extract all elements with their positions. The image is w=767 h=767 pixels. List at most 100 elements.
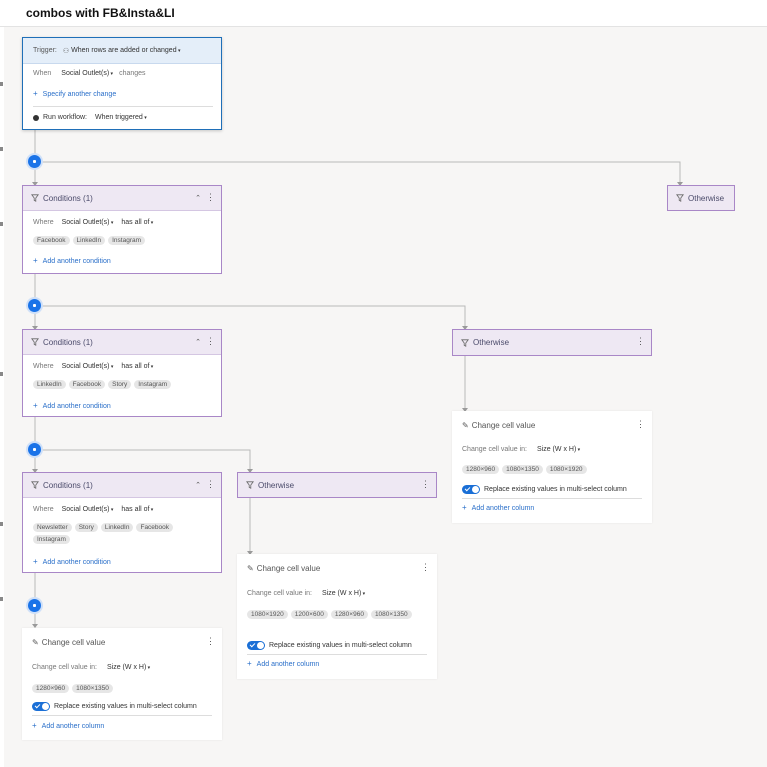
change-cell-value-card: ✎ Change cell value ⋮ Change cell value … xyxy=(22,628,222,740)
action-title: Change cell value xyxy=(41,638,106,647)
condition-header[interactable]: Conditions (1) ⌃ ⋮ xyxy=(23,186,221,211)
value-pill: 1280×960 xyxy=(462,465,500,474)
value-pill: 1080×1920 xyxy=(545,465,587,474)
more-options-icon[interactable]: ⋮ xyxy=(206,636,215,646)
run-workflow-dropdown[interactable]: When triggered xyxy=(95,114,147,121)
value-pill: 1200×600 xyxy=(290,610,328,619)
when-label: When xyxy=(33,70,52,77)
trigger-field-dropdown[interactable]: Social Outlet(s) xyxy=(61,70,113,77)
column-row: Change cell value in: Size (W x H) xyxy=(462,446,590,453)
replace-row: Replace existing values in multi-select … xyxy=(247,641,412,650)
value-pill: Instagram xyxy=(33,535,70,544)
clock-icon xyxy=(33,114,39,121)
add-step-dot[interactable] xyxy=(28,443,41,456)
value-pill: 1080×1350 xyxy=(502,465,543,474)
size-values: 1080×1920 1200×600 1280×960 1080×1350 xyxy=(247,610,412,619)
value-pill: LinkedIn xyxy=(100,523,134,532)
otherwise-header: Otherwise ⋮ xyxy=(238,473,436,497)
add-another-column-link[interactable]: Add another column xyxy=(32,721,105,730)
more-options-icon[interactable]: ⋮ xyxy=(206,336,215,346)
condition-field-dropdown[interactable]: Social Outlet(s) xyxy=(62,219,114,226)
collapse-icon[interactable]: ⌃ xyxy=(195,195,201,202)
left-strip xyxy=(0,27,4,767)
condition-operator-dropdown[interactable]: has all of xyxy=(121,363,153,370)
action-header: ✎ Change cell value xyxy=(462,421,535,430)
condition-header[interactable]: Conditions (1) ⌃ ⋮ xyxy=(23,473,221,498)
column-dropdown[interactable]: Size (W x H) xyxy=(537,446,590,453)
size-values: 1280×960 1080×1350 1080×1920 xyxy=(462,465,587,474)
condition-card: Conditions (1) ⌃ ⋮ Where Social Outlet(s… xyxy=(22,185,222,274)
add-step-dot[interactable] xyxy=(28,155,41,168)
filter-icon xyxy=(31,194,39,202)
pencil-icon: ✎ xyxy=(462,421,469,430)
value-pill: Story xyxy=(74,523,98,532)
filter-icon xyxy=(31,338,39,346)
specify-another-change-link[interactable]: Specify another change xyxy=(33,89,117,98)
add-another-column-link[interactable]: Add another column xyxy=(462,503,535,512)
more-options-icon[interactable]: ⋮ xyxy=(636,419,645,429)
condition-card: Conditions (1) ⌃ ⋮ Where Social Outlet(s… xyxy=(22,472,222,573)
pencil-icon: ✎ xyxy=(247,564,254,573)
more-options-icon[interactable]: ⋮ xyxy=(421,562,430,572)
replace-toggle[interactable] xyxy=(247,641,265,650)
add-step-dot[interactable] xyxy=(28,299,41,312)
value-pill: 1080×1920 xyxy=(247,610,288,619)
collapse-icon[interactable]: ⌃ xyxy=(195,339,201,346)
add-another-condition-link[interactable]: Add another condition xyxy=(33,557,111,566)
value-pill: Facebook xyxy=(68,380,106,389)
action-header: ✎ Change cell value xyxy=(247,564,320,573)
otherwise-card[interactable]: Otherwise xyxy=(667,185,735,211)
condition-operator-dropdown[interactable]: has all of xyxy=(121,219,153,226)
condition-values: Facebook LinkedIn Instagram xyxy=(33,236,146,245)
condition-title: Conditions (1) xyxy=(43,193,93,203)
add-another-column-link[interactable]: Add another column xyxy=(247,659,320,668)
condition-values: Instagram xyxy=(33,535,70,544)
condition-values: Newsletter Story LinkedIn Facebook xyxy=(33,523,174,532)
action-title: Change cell value xyxy=(471,421,536,430)
column-dropdown[interactable]: Size (W x H) xyxy=(322,590,375,597)
more-options-icon[interactable]: ⋮ xyxy=(636,336,645,346)
action-title: Change cell value xyxy=(256,564,321,573)
condition-field-dropdown[interactable]: Social Outlet(s) xyxy=(62,506,114,513)
value-pill: LinkedIn xyxy=(72,236,106,245)
run-workflow-row: Run workflow: When triggered xyxy=(33,114,147,121)
replace-toggle[interactable] xyxy=(462,485,480,494)
add-step-dot[interactable] xyxy=(28,599,41,612)
otherwise-card[interactable]: Otherwise ⋮ xyxy=(452,329,652,356)
condition-title: Conditions (1) xyxy=(43,480,93,490)
value-pill: Story xyxy=(108,380,132,389)
more-options-icon[interactable]: ⋮ xyxy=(421,479,430,489)
add-another-condition-link[interactable]: Add another condition xyxy=(33,401,111,410)
value-pill: LinkedIn xyxy=(33,380,66,389)
condition-header[interactable]: Conditions (1) ⌃ ⋮ xyxy=(23,330,221,355)
otherwise-label: Otherwise xyxy=(473,338,510,347)
value-pill: Facebook xyxy=(33,236,70,245)
trigger-when-row: When Social Outlet(s) changes xyxy=(33,70,146,77)
more-options-icon[interactable]: ⋮ xyxy=(206,479,215,489)
condition-operator-dropdown[interactable]: has all of xyxy=(121,506,153,513)
condition-where-row: Where Social Outlet(s) has all of xyxy=(33,506,153,513)
column-dropdown[interactable]: Size (W x H) xyxy=(107,664,160,671)
where-label: Where xyxy=(33,219,54,226)
more-options-icon[interactable]: ⋮ xyxy=(206,192,215,202)
divider xyxy=(462,498,642,499)
add-another-condition-link[interactable]: Add another condition xyxy=(33,256,111,265)
filter-icon xyxy=(31,481,39,489)
column-row: Change cell value in: Size (W x H) xyxy=(247,590,375,597)
value-pill: 1080×1350 xyxy=(72,684,113,693)
changes-label: changes xyxy=(119,70,146,77)
otherwise-card[interactable]: Otherwise ⋮ xyxy=(237,472,437,498)
replace-row: Replace existing values in multi-select … xyxy=(462,485,627,494)
value-pill: 1280×960 xyxy=(330,610,368,619)
trigger-event-dropdown[interactable]: When rows are added or changed xyxy=(71,47,180,54)
column-row: Change cell value in: Size (W x H) xyxy=(32,664,160,671)
condition-field-dropdown[interactable]: Social Outlet(s) xyxy=(62,363,114,370)
replace-toggle[interactable] xyxy=(32,702,50,711)
size-values: 1280×960 1080×1350 xyxy=(32,684,113,693)
page-title: combos with FB&Insta&LI xyxy=(26,6,175,20)
replace-row: Replace existing values in multi-select … xyxy=(32,702,197,711)
otherwise-header: Otherwise ⋮ xyxy=(453,330,651,355)
replace-label: Replace existing values in multi-select … xyxy=(269,642,412,649)
filter-icon xyxy=(246,481,254,489)
collapse-icon[interactable]: ⌃ xyxy=(195,482,201,489)
